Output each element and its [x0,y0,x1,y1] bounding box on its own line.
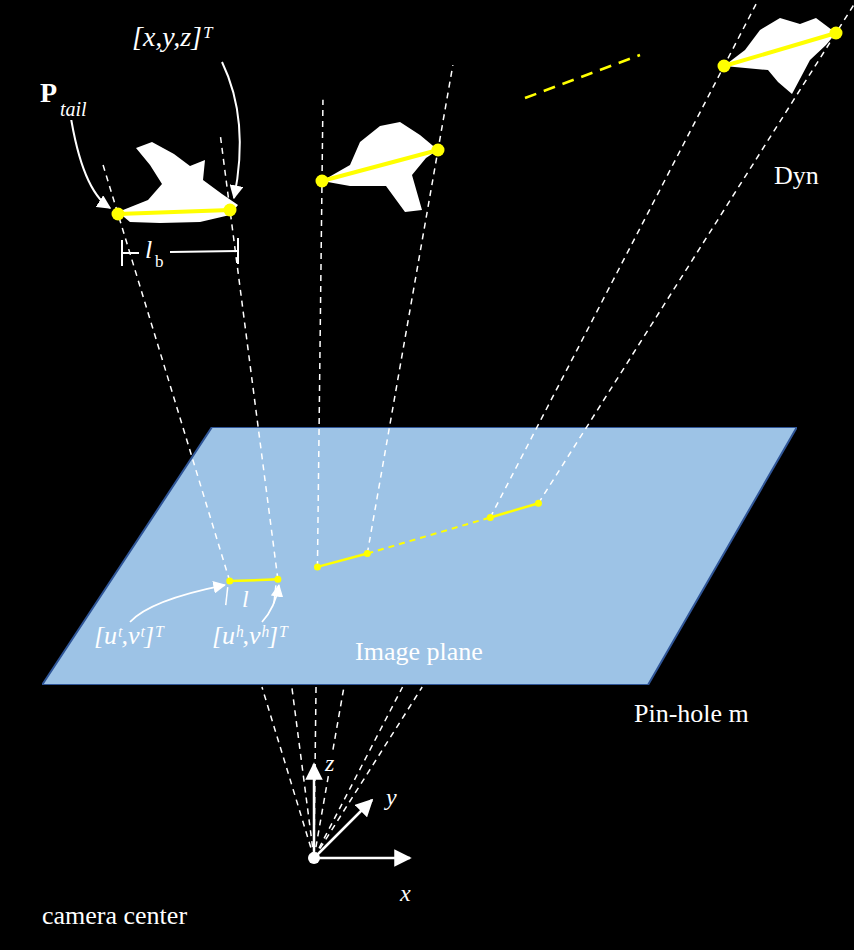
bird-axis [724,33,836,66]
subscript: b [153,253,166,272]
plane-label: Image plane [355,638,483,667]
trajectory-dash [525,55,640,98]
image-coordinate: [uʰ,vʰ]ᵀ [210,622,290,651]
bird-axis [118,210,230,214]
image-dot [274,576,281,583]
ray-upper [102,162,229,581]
cut-text: Pin-hole m [632,700,751,729]
image-axis [317,554,367,567]
axis-dot [112,208,125,221]
ray-lower [314,687,403,858]
image-dot [314,563,321,570]
leader-arrow [70,112,110,208]
ray-lower [292,687,314,858]
image-dot [226,578,233,585]
ray-upper [367,65,453,554]
camera-axes [314,764,410,858]
image-axis [230,579,278,581]
l-tick [226,587,228,605]
point-coordinate: [x,y,z]ᵀ [130,22,215,53]
ray-upper [220,132,278,579]
bird-silhouette [322,122,438,212]
axis-label: y [384,784,399,810]
axis-dot [316,175,329,188]
subscript: tail [58,98,89,120]
body-segments [112,27,843,623]
axis-label: x [398,880,413,906]
leader-arrow [262,585,279,622]
camera-label: camera center [40,902,189,931]
image-dot [535,500,542,507]
axis-label: z [323,750,336,776]
bird-silhouette [724,18,836,94]
image-trajectory [367,517,490,553]
ray-lower [314,687,316,858]
leader-arrow [222,62,240,198]
ray-lower [262,687,314,858]
cut-text: Dyn [772,162,821,191]
axis-dot [432,144,445,157]
bird-silhouette [118,142,238,223]
camera-center-dot [308,852,320,864]
axis-dot [718,60,731,73]
length-symbol: l [240,586,251,612]
leader-arrow [130,585,225,622]
length-bracket [122,238,238,266]
ray-lower [314,687,422,858]
ray-upper [317,100,323,567]
image-axis [490,503,538,517]
projection-rays [102,0,854,858]
bird-axis [322,150,438,181]
plane-shape [42,427,797,685]
axis-dot [224,204,237,217]
tail-point-symbol: P [38,78,59,109]
image-coordinate: [uᵗ,vᵗ]ᵀ [92,622,166,651]
ray-upper [490,0,847,517]
axis-dot [830,27,843,40]
